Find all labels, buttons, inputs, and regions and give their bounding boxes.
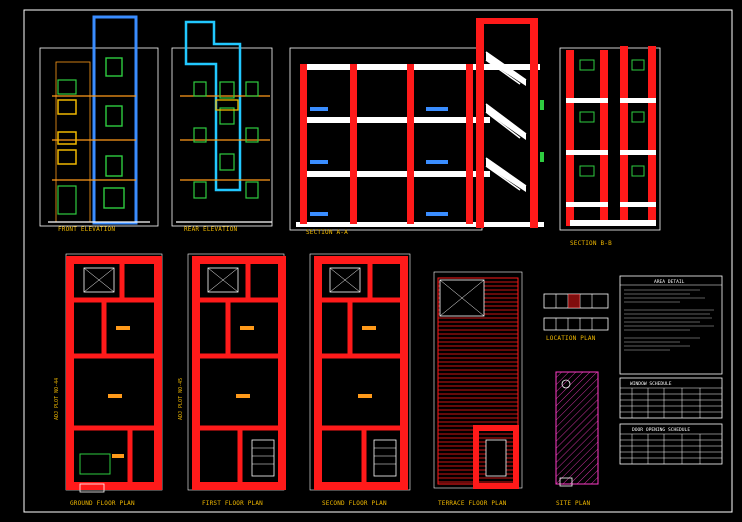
second-floor-label: SECOND FLOOR PLAN [322,500,387,507]
section-aa-label: SECTION A-A [306,229,348,236]
location-plan-label: LOCATION PLAN [546,335,596,342]
window-schedule-table: WINDOW SCHEDULE [619,377,723,419]
front-elevation-label: FRONT ELEVATION [58,226,115,233]
terrace-floor-plan: TERRACE FLOOR PLAN [433,271,523,507]
adj-plot-label-1: ADJ PLOT NO-44 [54,378,60,420]
rear-elevation-label: REAR ELEVATION [184,226,238,233]
rear-elevation: REAR ELEVATION [171,20,273,233]
first-floor-label: FIRST FLOOR PLAN [202,500,263,507]
first-floor-plan: FIRST FLOOR PLAN ADJ PLOT NO-45 [178,253,286,507]
door-schedule-table: DOOR OPENING SCHEDULE [619,423,723,465]
location-plan: LOCATION PLAN [543,293,609,342]
ground-floor-label: GROUND FLOOR PLAN [70,500,135,507]
area-detail-table: AREA DETAIL [619,275,723,375]
ground-floor-plan: GROUND FLOOR PLAN ADJ PLOT NO-44 [54,253,163,507]
terrace-floor-label: TERRACE FLOOR PLAN [438,500,507,507]
site-plan-label: SITE PLAN [556,500,590,507]
area-detail-title: AREA DETAIL [654,279,685,285]
adj-plot-label-2: ADJ PLOT NO-45 [178,378,184,420]
section-bb: SECTION B-B [559,46,661,247]
second-floor-plan: SECOND FLOOR PLAN [309,253,411,507]
section-aa: SECTION A-A [289,18,544,236]
site-plan: SITE PLAN [555,371,599,507]
sheet-border [23,9,733,513]
front-elevation: FRONT ELEVATION [39,15,159,233]
door-schedule-title: DOOR OPENING SCHEDULE [632,427,690,433]
section-bb-label: SECTION B-B [570,240,612,247]
window-schedule-title: WINDOW SCHEDULE [630,381,672,387]
